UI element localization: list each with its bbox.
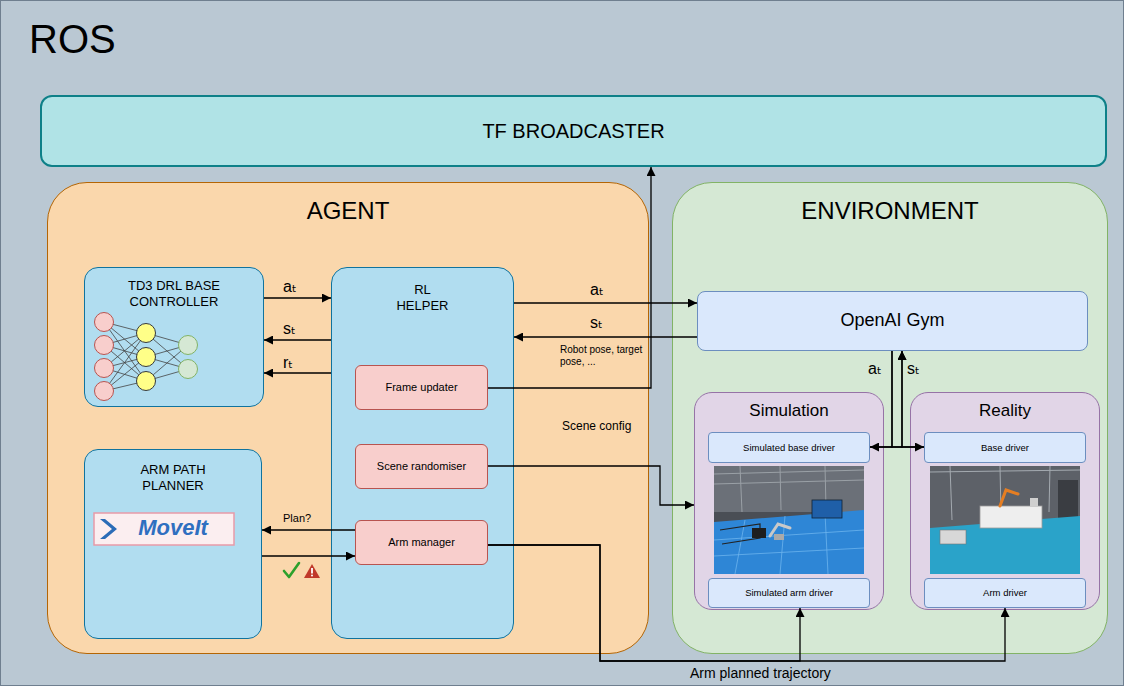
hidden-neurons [137, 324, 156, 391]
edge-label: sₜ [590, 314, 603, 332]
connector [870, 351, 892, 447]
simulation-screenshot [714, 466, 864, 574]
connector [870, 351, 902, 447]
connector [488, 466, 694, 505]
connector [262, 529, 355, 530]
logo-chevron [100, 519, 117, 539]
node-label: OpenAI Gym [840, 310, 944, 332]
node-label: Arm driver [983, 587, 1027, 598]
output-neurons [179, 336, 198, 379]
warning-mark [311, 568, 313, 574]
check-icon [284, 563, 299, 577]
driver-box: Base driver [924, 432, 1086, 463]
node-label: Reality [979, 401, 1031, 421]
driver-box: Simulated base driver [708, 432, 870, 463]
broadcaster-band: TF BROADCASTER [40, 95, 1107, 167]
network-links [104, 322, 188, 391]
environment-group: ENVIRONMENT OpenAI GymSimulationSimulated… [672, 182, 1108, 654]
edge-label: sₜ [283, 320, 296, 338]
edge-label: aₜ [590, 281, 604, 299]
input-neurons [95, 313, 114, 401]
node-label: TF BROADCASTER [482, 119, 664, 143]
node-label: Simulated arm driver [745, 587, 833, 598]
module-box: Scene randomiser [355, 444, 488, 489]
connector [514, 336, 697, 337]
reality-photo [930, 466, 1080, 574]
edge-label: aₜ [868, 360, 882, 378]
connector [488, 545, 800, 661]
driver-box: Simulated arm driver [708, 578, 870, 608]
helper-box: RL HELPER Frame updaterScene randomiserAr… [331, 267, 514, 639]
edge-label: Plan? [283, 512, 311, 525]
node-label: Simulated base driver [743, 442, 835, 453]
connector [892, 351, 924, 447]
connector [902, 351, 924, 447]
edge-label: sₜ [907, 360, 920, 378]
node-label: TD3 DRL BASE CONTROLLER [109, 278, 239, 309]
connector [264, 372, 331, 373]
agent-group: AGENT TD3 DRL BASE CONTROLLER RL HELPER Fra… [47, 182, 649, 654]
edge-label: aₜ [283, 278, 297, 296]
connector [488, 545, 1005, 661]
node-label: AGENT [307, 197, 390, 226]
node-label: Simulation [749, 401, 828, 421]
node-label: MoveIt [138, 515, 208, 541]
node-label: Scene randomiser [377, 460, 466, 473]
node-label: Base driver [981, 442, 1029, 453]
connector [514, 302, 697, 303]
node-label: ENVIRONMENT [801, 197, 978, 226]
node-label: ROS [29, 15, 116, 63]
reality-box: RealityBase driverArm driver [910, 392, 1100, 610]
node-label: ARM PATH PLANNER [118, 462, 228, 493]
node-label: RL HELPER [388, 282, 458, 313]
module-box: Arm manager [355, 520, 488, 565]
gym-box: OpenAI Gym [697, 291, 1088, 351]
controller-box: TD3 DRL BASE CONTROLLER [84, 267, 264, 407]
driver-box: Arm driver [924, 578, 1086, 608]
connector [264, 339, 331, 340]
edge-label: Scene config [562, 420, 642, 434]
warning-icon [304, 564, 320, 578]
plan-status-icons [284, 563, 320, 578]
connector [264, 297, 331, 298]
moveit-logo [94, 513, 234, 545]
neural-network-icon [95, 313, 198, 401]
planner-box: ARM PATH PLANNER MoveIt [84, 449, 262, 639]
warning-dot [311, 575, 313, 577]
connector [262, 555, 355, 556]
node-label: Arm manager [388, 536, 455, 549]
logo-frame [94, 513, 234, 545]
module-box: Frame updater [355, 365, 488, 410]
simulation-box: SimulationSimulated base driverSimulated… [694, 392, 884, 610]
node-label: Frame updater [385, 381, 457, 394]
edge-label: Arm planned trajectory [690, 665, 831, 681]
edge-label: Robot pose, target pose, ... [560, 344, 646, 367]
connector [488, 167, 651, 388]
edge-label: rₜ [283, 354, 293, 372]
